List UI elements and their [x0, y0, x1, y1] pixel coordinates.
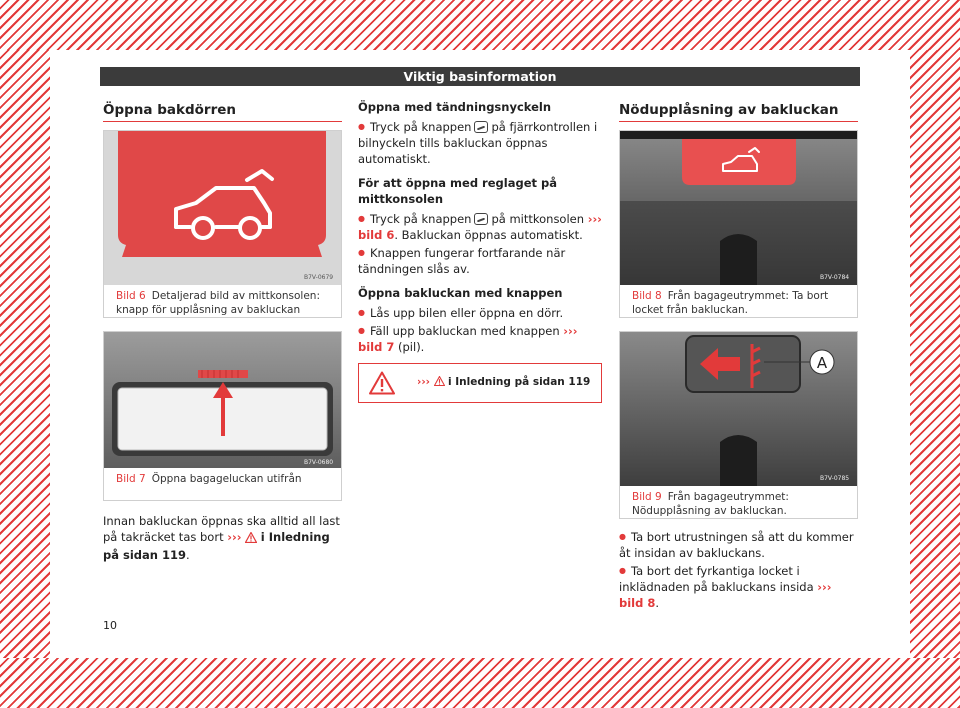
bullet-ignition-off: Knappen fungerar fortfarande när tändnin… [358, 245, 603, 277]
middle-column-text: Öppna med tändningsnyckeln Tryck på knap… [358, 99, 603, 355]
figure-7-image: B7V-0680 [104, 332, 341, 468]
subhead-ignition-key: Öppna med tändningsnyckeln [358, 100, 552, 114]
left-body-text: Innan bakluckan öppnas ska alltid all la… [103, 514, 340, 562]
border-hatch-right [910, 50, 960, 658]
figure-9-image: A B7V-0785 [620, 332, 857, 486]
link-bild-8[interactable]: bild 8 [619, 596, 656, 610]
section-title-open-tailgate: Öppna bakdörren [103, 102, 236, 118]
warning-icon [369, 371, 395, 399]
link-bild-7[interactable]: bild 7 [358, 340, 395, 354]
tailgate-key-icon [474, 213, 489, 225]
border-hatch-left [0, 50, 50, 658]
right-body-text: Ta bort utrustningen så att du kommer åt… [619, 529, 859, 611]
warning-icon [433, 375, 446, 387]
figure-7-code: B7V-0680 [304, 459, 333, 466]
bullet-remove-cover: Ta bort det fyrkantiga locket i inklädna… [619, 563, 859, 611]
link-introduction[interactable]: i Inledning på sidan 119 [103, 530, 330, 562]
bullet-remove-equipment: Ta bort utrustningen så att du kommer åt… [619, 529, 859, 561]
figure-8-code: B7V-0784 [820, 274, 849, 281]
section-title-emergency-unlock: Nödupplåsning av bakluckan [619, 102, 839, 118]
section-rule [619, 121, 858, 122]
warning-reference[interactable]: ›››i Inledning på sidan 119 [417, 375, 591, 388]
page-number: 10 [103, 619, 117, 632]
figure-9-code: B7V-0785 [820, 475, 849, 482]
subhead-button: Öppna bakluckan med knappen [358, 286, 563, 300]
figure-8-image: B7V-0784 [620, 131, 857, 285]
figure-6-image: B7V-0679 [104, 131, 341, 285]
warning-icon [244, 531, 258, 547]
link-bild-6[interactable]: bild 6 [358, 228, 395, 242]
figure-6-code: B7V-0679 [304, 274, 333, 281]
callout-a-marker: A [817, 354, 828, 372]
tailgate-key-icon [474, 121, 489, 133]
subhead-center-console: För att öppna med reglaget på mittkonsol… [358, 176, 557, 206]
border-hatch-bottom [0, 658, 960, 708]
section-rule [103, 121, 342, 122]
bullet-unlock: Lås upp bilen eller öppna en dörr. [358, 305, 603, 321]
chapter-header: Viktig basinformation [100, 67, 860, 86]
bullet-open-with-button: Fäll upp bakluckan med knappen ››› bild … [358, 323, 603, 355]
warning-box: ›››i Inledning på sidan 119 [358, 363, 602, 403]
border-hatch-top [0, 0, 960, 50]
